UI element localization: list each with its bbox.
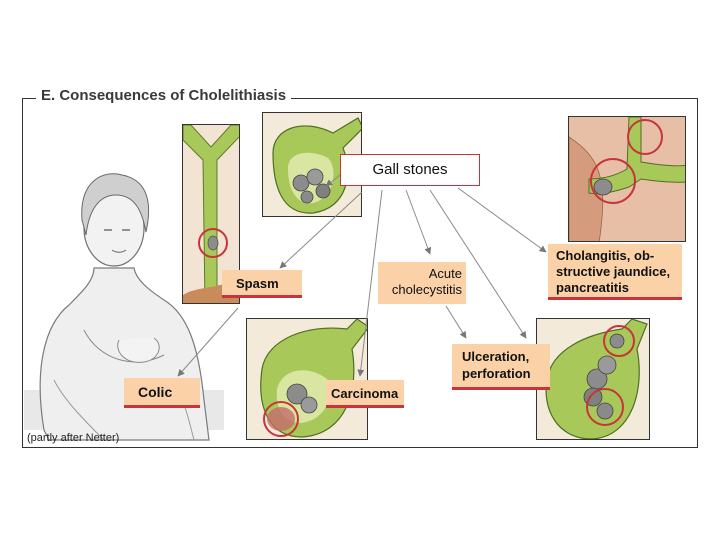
figure-frame [22,98,698,448]
ulceration-line2: perforation [462,366,531,381]
carcinoma-text: Carcinoma [331,386,399,401]
ulceration-label: Ulceration, perforation [452,344,550,390]
gall-stones-label: Gall stones [340,154,480,186]
spasm-label: Spasm [222,270,302,298]
gall-stones-text: Gall stones [372,161,448,178]
spasm-text: Spasm [236,276,279,291]
chol-line1: Cholangitis, ob- [556,248,655,263]
credit-text: (partly after Netter) [27,432,120,444]
figure-title: E. Consequences of Cholelithiasis [36,86,292,106]
gallbladder-ulceration-illustration [536,318,650,440]
chol-line3: pancreatitis [556,280,629,295]
cholangitis-label: Cholangitis, ob- structive jaundice, pan… [548,244,682,300]
chol-line2: structive jaundice, [556,264,671,279]
acute-line1: Acute [428,266,462,281]
carcinoma-label: Carcinoma [326,380,404,408]
colic-text: Colic [138,384,173,400]
acute-cholecystitis-label: Acute cholecystitis [378,262,466,304]
acute-line2: cholecystitis [391,282,462,297]
ulceration-line1: Ulceration, [462,349,530,364]
colic-label: Colic [124,378,200,408]
common-duct-illustration [568,116,686,242]
